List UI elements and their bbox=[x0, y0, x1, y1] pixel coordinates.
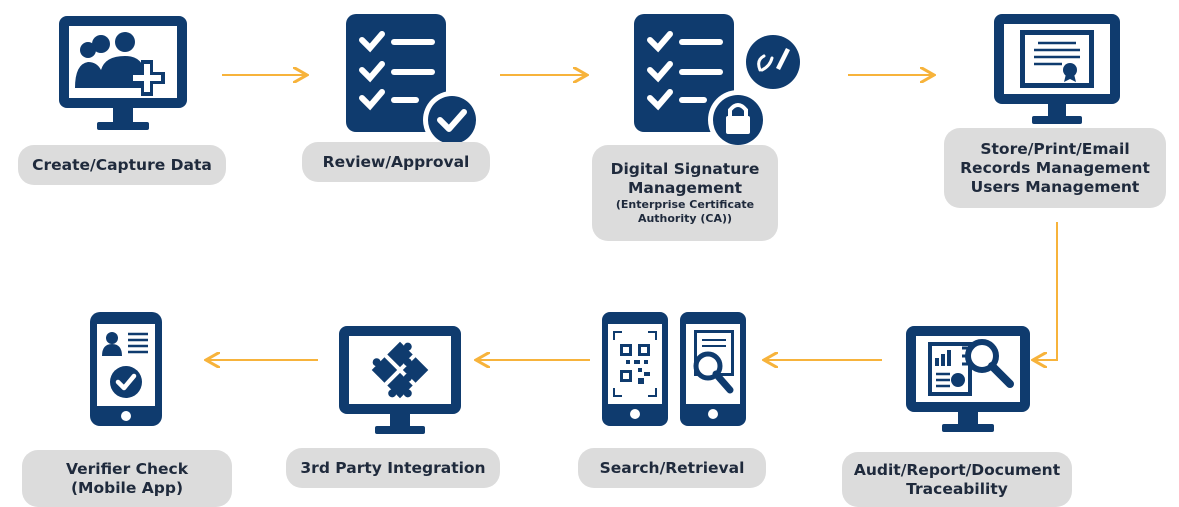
label-line: Traceability bbox=[906, 479, 1008, 498]
label-line: (Mobile App) bbox=[70, 478, 184, 497]
qr-search-phones-icon bbox=[602, 312, 746, 426]
label-create-capture: Create/Capture Data bbox=[18, 145, 226, 185]
label-line: 3rd Party Integration bbox=[300, 458, 486, 477]
label-subline: (Enterprise Certificate bbox=[615, 198, 755, 211]
label-line: Users Management bbox=[970, 177, 1140, 196]
label-search-retrieval: Search/Retrieval bbox=[578, 448, 766, 488]
label-line: Records Management bbox=[960, 158, 1150, 177]
label-line: Management bbox=[627, 179, 743, 197]
checklist-lock-signature-icon bbox=[634, 14, 800, 150]
label-line: Create/Capture Data bbox=[32, 155, 212, 174]
certificate-monitor-icon bbox=[994, 14, 1120, 124]
label-subline: Authority (CA)) bbox=[637, 212, 733, 225]
label-store-print-email: Store/Print/Email Records Management Use… bbox=[944, 128, 1166, 208]
label-verifier-check: Verifier Check (Mobile App) bbox=[22, 450, 232, 507]
label-line: Audit/Report/Document bbox=[853, 460, 1061, 479]
label-line: Store/Print/Email bbox=[980, 139, 1130, 158]
checklist-approved-icon bbox=[346, 14, 481, 149]
label-audit-report: Audit/Report/Document Traceability bbox=[842, 452, 1072, 507]
label-line: Digital Signature bbox=[610, 160, 760, 178]
puzzle-monitor-icon bbox=[339, 326, 461, 434]
label-line: Verifier Check bbox=[65, 459, 189, 478]
mobile-verified-id-icon bbox=[90, 312, 162, 426]
label-line: Search/Retrieval bbox=[599, 458, 745, 477]
users-add-monitor-icon bbox=[59, 16, 187, 130]
report-search-monitor-icon bbox=[906, 326, 1030, 432]
label-3rd-party-integration: 3rd Party Integration bbox=[286, 448, 500, 488]
label-digital-signature: Digital Signature Management (Enterprise… bbox=[592, 145, 778, 241]
arrow-store-to-audit bbox=[1035, 222, 1058, 360]
label-review-approval: Review/Approval bbox=[302, 142, 490, 182]
label-line: Review/Approval bbox=[322, 152, 470, 171]
